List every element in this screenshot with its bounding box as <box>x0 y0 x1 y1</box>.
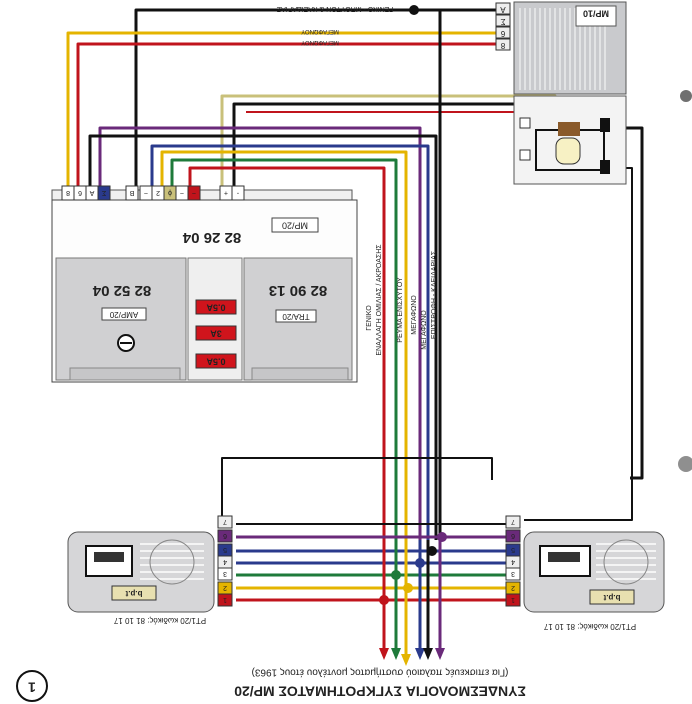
svg-text:5: 5 <box>223 546 227 553</box>
svg-text:6: 6 <box>500 29 505 38</box>
wire-yellow-upper <box>160 150 408 540</box>
junction-dots <box>379 5 447 605</box>
top-wire-labels: ΓΕΝΙΚΟ - ΜΠΟΥΤΟΝ & ΚΛΕΙΔΑΡΙΑΣ ΜΕΓΑΦΩΝΟΥ … <box>276 5 393 45</box>
main-unit-code: 82 26 04 <box>182 229 241 246</box>
svg-text:8: 8 <box>66 189 70 196</box>
svg-text:A: A <box>500 5 506 14</box>
wire-red-upper <box>188 166 386 540</box>
svg-text:2: 2 <box>223 584 227 591</box>
svg-text:ΜΕΓΑΦΩΝΟ: ΜΕΓΑΦΩΝΟ <box>411 295 418 335</box>
svg-text:6: 6 <box>78 189 82 196</box>
svg-text:~: ~ <box>144 189 148 196</box>
svg-text:2: 2 <box>156 189 160 196</box>
diagram-subtitle: (Για επισκευές παλαιού συστήματος μοντέλ… <box>252 666 509 678</box>
fuse-label: 3A <box>210 329 222 339</box>
svg-text:4: 4 <box>511 558 515 565</box>
scan-marks <box>678 90 692 472</box>
svg-text:6: 6 <box>511 532 515 539</box>
handset-caption: PT1/20 κωδικός: 81 10 17 <box>113 616 206 625</box>
handset-left: b.p.t PT1/20 κωδικός: 81 10 17 <box>67 531 215 625</box>
amp-label: AMP/20 <box>109 310 138 319</box>
wire-general-black <box>134 8 497 192</box>
svg-text:Σ: Σ <box>500 17 505 26</box>
tra-code: 82 90 13 <box>269 282 327 299</box>
diagram-title: ΣΥΝΔΕΣΜΟΛΟΓΙΑ ΣΥΓΚΡΟΤΗΜΑΤΟΣ MP/20 <box>234 683 526 699</box>
amp-code: 82 52 04 <box>92 282 151 299</box>
svg-text:8: 8 <box>500 41 505 50</box>
svg-text:Σ: Σ <box>101 189 106 196</box>
main-unit-mp20: 8 6 A Σ B ~ 2 ϕ ~ ~ + - MP/20 82 26 04 8… <box>51 185 358 383</box>
svg-text:7: 7 <box>223 518 227 525</box>
main-unit-model: MP/20 <box>282 221 308 231</box>
svg-text:5: 5 <box>511 546 515 553</box>
handset-caption: PT1/20 κωδικός: 81 10 17 <box>543 622 636 631</box>
svg-text:ΡΕΥΜΑ ΕΝΙΣΧΥΤΟΥ: ΡΕΥΜΑ ΕΝΙΣΧΥΤΟΥ <box>397 277 404 343</box>
svg-text:+: + <box>224 189 228 196</box>
fuse-label: 0.5A <box>206 303 226 313</box>
wire-megaphone-red <box>76 42 497 192</box>
mp10-label: MP/10 <box>583 9 609 19</box>
handset-right: b.p.t PT1/20 κωδικός: 81 10 17 <box>523 531 665 631</box>
svg-text:3: 3 <box>223 570 227 577</box>
wire-black-upper <box>88 134 438 540</box>
svg-text:~: ~ <box>180 189 184 196</box>
svg-text:ΕΠΙΣΤΡΟΦΗ - ΚΛΕΙΔΑΡΙΑΣ: ΕΠΙΣΤΡΟΦΗ - ΚΛΕΙΔΑΡΙΑΣ <box>431 250 438 339</box>
label-general: ΓΕΝΙΚΟ - ΜΠΟΥΤΟΝ & ΚΛΕΙΔΑΡΙΑΣ <box>276 5 393 12</box>
wire-megaphone-yellow <box>66 31 497 192</box>
svg-text:1: 1 <box>511 596 515 603</box>
svg-text:6: 6 <box>223 532 227 539</box>
svg-text:ΜΕΓΑΦΩΝΟ: ΜΕΓΑΦΩΝΟ <box>421 310 428 350</box>
wire-olive <box>220 94 557 192</box>
handset-right-terminals: 7 6 5 4 3 2 1 <box>505 515 521 607</box>
label-megaphone-b: ΜΕΓΑΦΩΝΟΥ <box>301 39 339 45</box>
footer: (Για επισκευές παλαιού συστήματος μοντέλ… <box>16 666 526 702</box>
tra-label: TRA/20 <box>282 312 310 321</box>
svg-text:7: 7 <box>511 518 515 525</box>
fuse-label: 0.5A <box>206 357 226 367</box>
svg-text:1: 1 <box>223 596 227 603</box>
svg-text:~: ~ <box>192 189 196 196</box>
wire-green-upper <box>170 158 398 540</box>
wire-blue-upper <box>150 144 430 540</box>
svg-text:A: A <box>89 189 94 196</box>
label-megaphone-a: ΜΕΓΑΦΩΝΟΥ <box>301 28 339 34</box>
wire-purple-upper <box>98 126 422 540</box>
brand-label: b.p.t <box>125 589 142 598</box>
svg-text:-: - <box>236 189 239 196</box>
wire-inner-red <box>246 111 561 128</box>
brand-label: b.p.t <box>603 593 620 602</box>
wire-loop-lower <box>524 167 633 521</box>
svg-text:ΕΝΑΛΛΑΓΗ ΟΜΙΛΙΑΣ / ΑΚΡΟΑΣΗΣ: ΕΝΑΛΛΑΓΗ ΟΜΙΛΙΑΣ / ΑΚΡΟΑΣΗΣ <box>376 244 383 356</box>
fuse-block: 0.5A 3A 0.5A <box>195 299 237 369</box>
svg-text:ϕ: ϕ <box>168 189 172 196</box>
svg-text:4: 4 <box>223 558 227 565</box>
svg-text:ΓΕΝΙΚΟ: ΓΕΝΙΚΟ <box>366 305 373 331</box>
wire-loop-left <box>221 457 493 520</box>
mp10-terminals: A Σ 6 8 <box>495 2 511 51</box>
svg-text:3: 3 <box>511 570 515 577</box>
bundle-labels: ΓΕΝΙΚΟ ΕΝΑΛΛΑΓΗ ΟΜΙΛΙΑΣ / ΑΚΡΟΑΣΗΣ ΡΕΥΜΑ… <box>366 244 438 356</box>
handset-left-terminals: 7 6 5 4 3 2 1 <box>217 515 233 607</box>
page-number: 1 <box>28 679 36 695</box>
wire-arrows <box>379 648 445 666</box>
mp10-unit: MP/10 A Σ 6 8 <box>495 1 627 185</box>
main-unit-terminals: 8 6 A Σ B ~ 2 ϕ ~ ~ + - <box>61 185 245 201</box>
svg-text:2: 2 <box>511 584 515 591</box>
svg-text:B: B <box>129 189 134 196</box>
